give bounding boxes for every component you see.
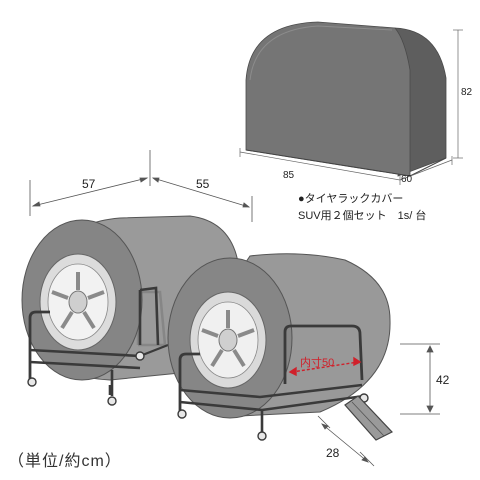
rack-height-label: 42	[436, 373, 450, 387]
cover-height-label: 82	[461, 87, 473, 98]
unit-label: （単位/約cm）	[8, 453, 122, 470]
cover-depth-label: 85	[283, 170, 295, 181]
rack-height-dimension-lines	[400, 343, 440, 415]
rack-width-label: 55	[196, 177, 210, 191]
right-wheel-spokes	[201, 310, 255, 368]
left-wheel-spokes	[51, 272, 105, 330]
cover-dimension-lines	[239, 29, 463, 185]
cover-width-label: 60	[401, 174, 413, 185]
right-rack	[138, 253, 393, 441]
cover-title: ●タイヤラックカバー	[298, 193, 404, 205]
ramp-dimension-lines	[317, 415, 375, 467]
cover-subtitle: SUV用２個セット 1s/ 台	[298, 210, 427, 222]
cover-illustration	[245, 21, 447, 177]
rack-top-dimension-lines	[29, 150, 253, 222]
inner-dimension-arrow	[288, 356, 362, 377]
inner-width-label: 内寸50	[300, 355, 334, 369]
ramp-length-label: 28	[326, 446, 340, 460]
rack-depth-label: 57	[82, 177, 96, 191]
